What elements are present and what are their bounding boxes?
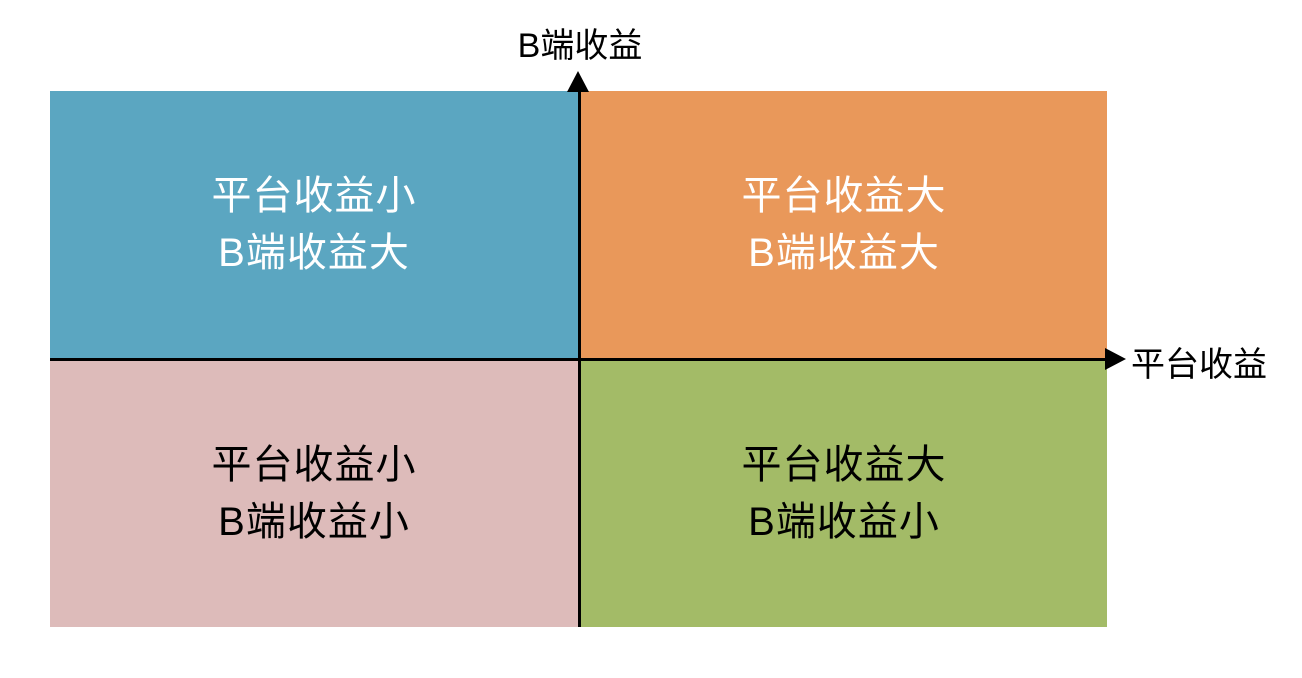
quadrant-label-line2: B端收益大: [748, 230, 940, 275]
quadrant-top-left: 平台收益小 B端收益大: [50, 91, 578, 358]
quadrant-label: 平台收益大 B端收益小: [742, 437, 947, 551]
quadrant-bottom-right: 平台收益大 B端收益小: [581, 361, 1107, 627]
quadrant-label: 平台收益大 B端收益大: [742, 168, 947, 282]
quadrant-label-line1: 平台收益小: [211, 173, 417, 218]
vertical-axis-label: B端收益: [517, 27, 643, 65]
quadrant-label-line1: 平台收益大: [741, 173, 947, 218]
quadrant-label-line2: B端收益小: [748, 500, 940, 544]
quadrant-label: 平台收益小 B端收益大: [212, 168, 417, 282]
quadrant-bottom-left: 平台收益小 B端收益小: [50, 361, 578, 627]
horizontal-axis-label: 平台收益: [1131, 346, 1267, 384]
quadrant-matrix: 平台收益小 B端收益大 平台收益大 B端收益大 平台收益小 B端收益小 平台收益…: [50, 91, 1107, 627]
quadrant-label-line1: 平台收益大: [741, 443, 947, 488]
quadrant-label: 平台收益小 B端收益小: [212, 437, 417, 551]
up-arrow-icon: [567, 71, 589, 92]
quadrant-top-right: 平台收益大 B端收益大: [581, 91, 1107, 358]
quadrant-label-line1: 平台收益小: [211, 443, 417, 488]
quadrant-label-line2: B端收益小: [218, 500, 410, 544]
quadrant-label-line2: B端收益大: [218, 230, 410, 275]
right-arrow-icon: [1105, 348, 1126, 370]
